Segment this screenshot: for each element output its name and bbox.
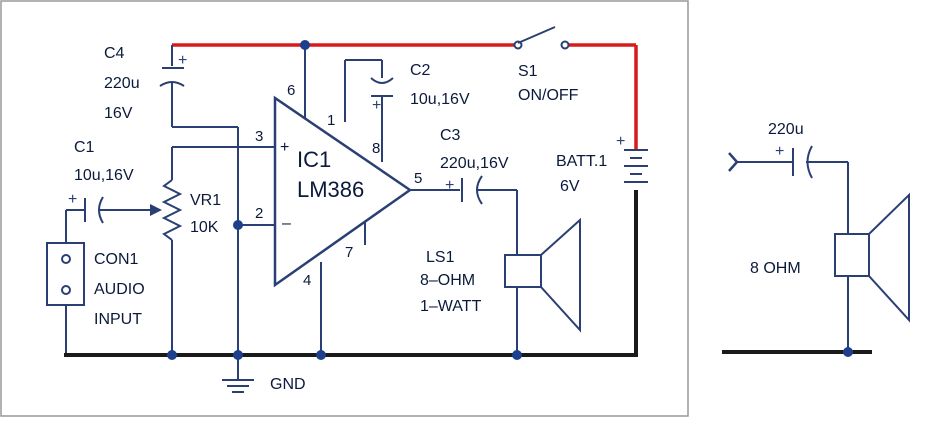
con1-line2: INPUT	[94, 311, 142, 328]
c1-value: 10u,16V	[74, 167, 134, 184]
switch-contact-right	[560, 40, 570, 50]
pin4-label: 4	[303, 272, 311, 289]
vr1-resistor-zigzag	[161, 179, 183, 241]
c2-plate-curved	[370, 77, 394, 84]
pin1-label: 1	[327, 112, 335, 129]
inset-junction	[843, 347, 853, 357]
ic1-plus-input-sign: +	[280, 139, 289, 156]
c4-rating: 16V	[104, 105, 133, 122]
c3-plus-sign: +	[445, 177, 454, 194]
switch-lever	[517, 26, 556, 44]
c2-plus-sign: +	[372, 97, 381, 114]
ls1-name: LS1	[426, 249, 455, 266]
wiper-arrow	[150, 204, 162, 216]
junction-pin2	[233, 220, 243, 230]
pin8-label: 8	[372, 140, 380, 157]
pin7-label: 7	[345, 244, 353, 261]
s1-name: S1	[518, 63, 538, 80]
c4-plus-sign: +	[178, 52, 187, 69]
pin3-label: 3	[255, 128, 263, 145]
inset-cap-plus: +	[775, 143, 784, 160]
batt-name: BATT.1	[556, 153, 607, 170]
supply-line	[172, 26, 638, 150]
speaker-magnet	[504, 254, 542, 288]
inset-speaker-cone	[868, 192, 910, 323]
con1-pin-1	[61, 254, 71, 264]
ls1-watt: 1–WATT	[420, 298, 482, 315]
c3-value: 220u,16V	[440, 155, 509, 172]
inset-cap-value: 220u	[768, 121, 804, 138]
junction-speaker	[512, 350, 522, 360]
speaker-inset: + 220u 8 OHM	[722, 121, 910, 357]
junction-vr1-ground	[167, 350, 177, 360]
c2-value: 10u,16V	[410, 91, 470, 108]
batt-plus-sign: +	[616, 133, 625, 150]
c4-value: 220u	[104, 75, 140, 92]
op-amp-triangle	[273, 95, 413, 288]
pin2-label: 2	[255, 205, 263, 222]
ic1-op-amp: IC1 LM386 + – 6 3 2 4 7 1 + 8 C2 10u,16V…	[172, 45, 470, 355]
c1-plus-sign: +	[68, 191, 77, 208]
inset-speaker-magnet	[834, 233, 870, 277]
s1-label: ON/OFF	[518, 87, 579, 104]
ls1-ohm: 8–OHM	[420, 272, 475, 289]
c2-name: C2	[410, 62, 431, 79]
con1-line1: AUDIO	[94, 281, 145, 298]
junction-gnd	[233, 350, 243, 360]
c1-name: C1	[74, 139, 95, 156]
connector-con1: CON1 AUDIO INPUT	[46, 242, 145, 355]
con1-pin-2	[61, 285, 71, 295]
ic1-minus-input-sign: –	[282, 215, 291, 232]
battery-batt1: + BATT.1 6V	[556, 133, 648, 357]
c3-name: C3	[440, 127, 461, 144]
vr1-value: 10K	[190, 219, 219, 236]
con1-body	[46, 242, 85, 306]
junction-pin6	[300, 40, 310, 50]
ground-symbol: GND	[222, 355, 306, 393]
speaker-ls1: LS1 8–OHM 1–WATT	[420, 217, 581, 355]
vr1-name: VR1	[190, 192, 221, 209]
capacitor-c4: + C4 220u 16V	[104, 45, 239, 147]
con1-name: CON1	[94, 251, 139, 268]
speaker-cone	[540, 217, 581, 333]
junction-pin4	[316, 350, 326, 360]
pin5-label: 5	[414, 170, 422, 187]
capacitor-c3: + C3 220u,16V	[440, 127, 518, 255]
capacitor-c1: + C1 10u,16V	[65, 139, 162, 243]
inset-speaker-label: 8 OHM	[750, 260, 801, 277]
main-panel-frame	[0, 0, 689, 417]
ic1-name: IC1	[297, 147, 331, 172]
ic1-part: LM386	[297, 177, 364, 202]
inset-input-arrow	[728, 152, 739, 172]
batt-value: 6V	[560, 178, 580, 195]
pin6-label: 6	[287, 82, 295, 99]
gnd-label: GND	[270, 376, 306, 393]
potentiometer-vr1: VR1 10K	[161, 147, 221, 355]
c4-name: C4	[104, 45, 125, 62]
